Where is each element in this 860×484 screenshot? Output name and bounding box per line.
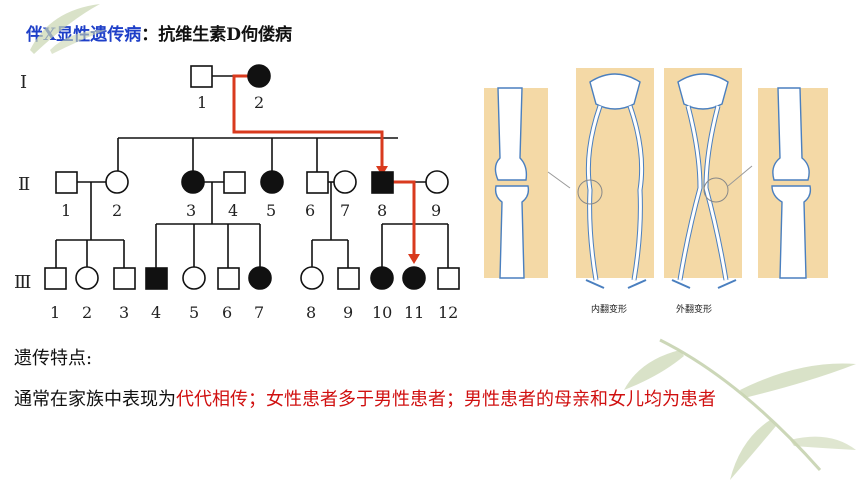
label-III-12: 12 — [438, 303, 458, 322]
label-III-9: 9 — [343, 303, 353, 322]
knee-varus-closeup — [484, 87, 571, 279]
label-III-8: 8 — [306, 303, 316, 322]
individual-III-6 — [217, 267, 240, 290]
label-III-3: 3 — [119, 303, 129, 322]
individual-III-10 — [370, 266, 394, 290]
individual-II-7 — [333, 170, 357, 194]
individual-II-1 — [55, 171, 78, 194]
individual-I-2 — [247, 64, 271, 88]
features-highlight: 代代相传；女性患者多于男性患者；男性患者的母亲和女儿均为患者 — [176, 389, 716, 410]
individual-III-2 — [75, 266, 99, 290]
valgus-legs: 外翻变形 — [664, 68, 742, 315]
individual-II-9 — [425, 170, 449, 194]
features-description: 通常在家族中表现为代代相传；女性患者多于男性患者；男性患者的母亲和女儿均为患者 — [14, 380, 834, 420]
label-II-3: 3 — [186, 201, 196, 220]
label-II-2: 2 — [112, 201, 122, 220]
label-II-5: 5 — [266, 201, 276, 220]
arrow-head — [408, 254, 420, 264]
features-heading: 遗传特点: — [14, 348, 93, 369]
individual-III-9 — [337, 267, 360, 290]
label-II-4: 4 — [228, 201, 238, 220]
label-II-1: 1 — [61, 201, 71, 220]
pedigree-chart: Ⅰ Ⅱ Ⅲ 1 2 1 2 3 4 5 6 7 8 9 — [14, 64, 460, 322]
inheritance-arrow-gen1-to-gen2 — [232, 74, 384, 168]
individual-III-12 — [437, 267, 460, 290]
label-I-2: 2 — [254, 93, 264, 112]
individual-II-2 — [105, 170, 129, 194]
label-III-11: 11 — [404, 303, 424, 322]
label-II-7: 7 — [340, 201, 350, 220]
varus-legs: 内翻变形 — [576, 68, 654, 315]
generation-label-1: Ⅰ — [20, 72, 27, 93]
label-II-9: 9 — [431, 201, 441, 220]
caption-valgus: 外翻变形 — [676, 303, 712, 315]
label-III-6: 6 — [222, 303, 232, 322]
label-III-2: 2 — [82, 303, 92, 322]
individual-III-7 — [248, 266, 272, 290]
arrow-head — [376, 166, 388, 176]
individual-III-1 — [44, 267, 67, 290]
generation-label-2: Ⅱ — [18, 174, 30, 195]
individual-III-3 — [113, 267, 136, 290]
generation-label-3: Ⅲ — [14, 272, 31, 293]
individual-II-4 — [223, 171, 246, 194]
label-III-7: 7 — [254, 303, 264, 322]
individual-II-5 — [260, 170, 284, 194]
individual-II-8 — [371, 171, 394, 194]
individual-III-8 — [300, 266, 324, 290]
label-II-6: 6 — [305, 201, 315, 220]
caption-varus: 内翻变形 — [591, 303, 627, 315]
label-II-8: 8 — [377, 201, 387, 220]
inheritance-path — [232, 74, 416, 256]
features-prefix: 通常在家族中表现为 — [14, 389, 176, 410]
individual-I-1 — [190, 65, 213, 88]
inheritance-arrow-gen2-to-gen3 — [392, 180, 416, 256]
title-disease-name: ：抗维生素D佝偻病 — [141, 25, 292, 45]
individual-II-6 — [306, 171, 329, 194]
individual-III-4 — [145, 267, 168, 290]
label-III-10: 10 — [372, 303, 392, 322]
leg-deformity-illustration: 内翻变形 外翻变形 — [484, 68, 828, 315]
knee-valgus-closeup — [727, 87, 828, 279]
label-III-5: 5 — [189, 303, 199, 322]
bamboo-decoration-bottom — [624, 338, 856, 480]
individual-III-5 — [182, 266, 206, 290]
label-III-1: 1 — [50, 303, 60, 322]
individual-III-11 — [402, 266, 426, 290]
label-III-4: 4 — [151, 303, 161, 322]
bamboo-decoration-top — [30, 4, 106, 54]
label-I-1: 1 — [197, 93, 207, 112]
individual-II-3 — [181, 170, 205, 194]
